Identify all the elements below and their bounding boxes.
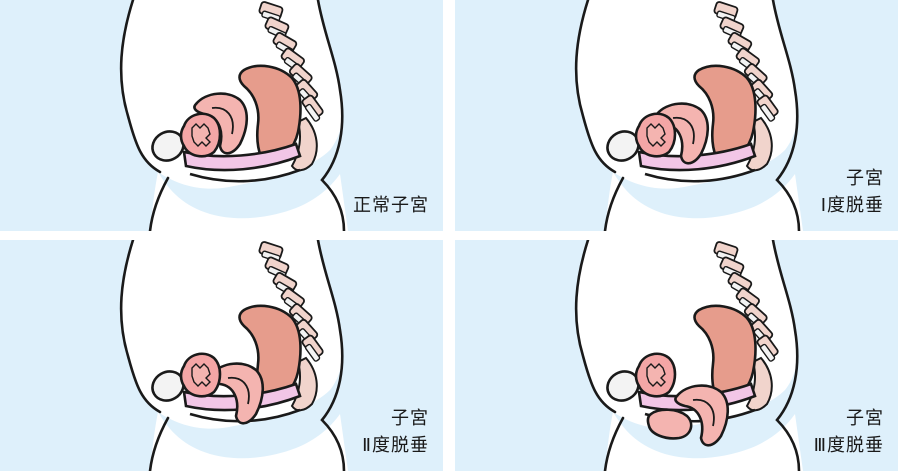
perineum-line [189, 168, 301, 183]
pelvis-illustration-grade2 [119, 240, 348, 471]
uterine-cavity [692, 398, 715, 427]
belly-outline [119, 0, 162, 174]
pelvis-illustration-grade3 [574, 240, 803, 471]
legs-silhouette [605, 412, 803, 471]
bladder-lining [646, 123, 666, 147]
back-outline [316, 0, 346, 231]
caption-grade1: 子宮 Ⅰ度脱垂 [821, 165, 884, 219]
caption-line: Ⅰ度脱垂 [820, 195, 884, 216]
prolapsed-uterus [646, 408, 693, 440]
thigh-outline [148, 176, 170, 231]
caption-grade3: 子宮 Ⅲ度脱垂 [814, 405, 884, 459]
panel-grade3: 子宮 Ⅲ度脱垂 [455, 240, 898, 471]
vaginal-canal [182, 142, 302, 172]
caption-grade2: 子宮 Ⅱ度脱垂 [362, 405, 429, 459]
panel-grade2: 子宮 Ⅱ度脱垂 [0, 240, 443, 471]
panel-grade1: 子宮 Ⅰ度脱垂 [455, 0, 898, 231]
pelvis-illustration-grade1 [574, 0, 803, 231]
back-outline [771, 240, 801, 471]
spinal-disc [304, 343, 321, 362]
bladder-lining [191, 363, 211, 387]
spinal-disc [759, 103, 776, 122]
perineum-line [644, 168, 756, 183]
spinal-disc [304, 103, 321, 122]
uterus [674, 384, 730, 447]
bladder-lining [646, 363, 666, 387]
caption-line: 子宮 [846, 168, 884, 189]
caption-normal: 正常子宮 [353, 192, 429, 219]
uterine-cavity [211, 106, 234, 135]
belly-outline [574, 0, 617, 174]
belly-outline [119, 240, 162, 414]
caption-line: 子宮 [846, 408, 884, 429]
legs-silhouette [150, 172, 348, 231]
back-outline [316, 240, 346, 471]
panel-normal: 正常子宮 [0, 0, 443, 231]
thigh-outline [603, 176, 625, 231]
caption-line: Ⅱ度脱垂 [362, 435, 429, 456]
caption-line: Ⅲ度脱垂 [813, 435, 884, 456]
legs-silhouette [605, 172, 803, 231]
spinal-disc [759, 343, 776, 362]
legs-silhouette [150, 412, 348, 471]
uterine-cavity [227, 376, 250, 405]
caption-line: 子宮 [391, 408, 429, 429]
bladder-lining [191, 123, 211, 147]
thigh-outline [148, 416, 170, 471]
uterine-cavity [672, 116, 695, 145]
pelvis-illustration-normal [119, 0, 348, 231]
caption-line: 正常子宮 [353, 195, 429, 216]
belly-outline [574, 240, 617, 414]
thigh-outline [603, 416, 625, 471]
back-outline [771, 0, 801, 231]
